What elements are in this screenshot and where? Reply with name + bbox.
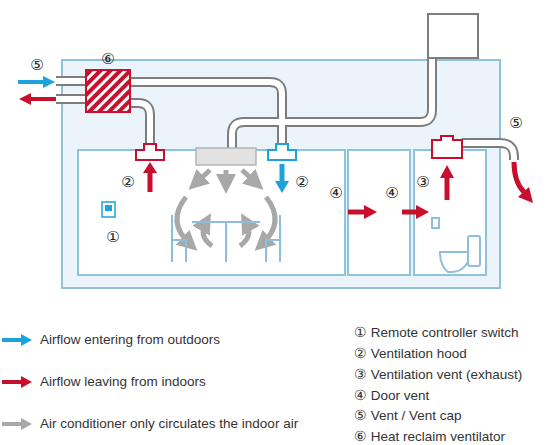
airflow-arrows [18,76,533,219]
remote-screen [105,205,112,211]
duct-outer [56,58,514,160]
callout-number: ⑤ [30,57,43,74]
toilet-room [414,150,486,275]
key-item: ③ Ventilation vent (exhaust) [354,367,522,383]
table-chairs [172,215,280,262]
duct-inner [55,57,514,161]
callout-number: ② [121,174,134,191]
remote-controller [102,202,115,217]
key-item: ⑤ Vent / Vent cap [354,408,462,424]
living-room [78,150,345,275]
legend-samples [2,334,32,430]
ventilation-hood-exhaust [136,144,164,160]
key-item: ⑥ Heat reclaim ventilator [354,429,505,445]
exhaust-vent [432,136,462,158]
callout-number: ④ [385,185,398,202]
outdoor-unit [428,14,478,58]
callout-number: ⑥ [101,51,114,68]
toilet [432,218,480,272]
air-conditioner [196,148,256,165]
legend-text: Air conditioner only circulates the indo… [40,416,298,432]
callout-number: ② [295,174,308,191]
key-item: ④ Door vent [354,388,429,404]
callout-number: ④ [329,185,342,202]
ventilation-hood-supply [268,144,296,160]
key-item: ① Remote controller switch [354,325,519,341]
legend-text: Airflow entering from outdoors [40,332,220,348]
key-item: ② Ventilation hood [354,346,467,362]
hall-room [348,150,410,275]
callout-number: ③ [416,174,429,191]
heat-reclaim-unit [86,70,130,112]
callout-number: ⑤ [509,115,522,132]
callout-number: ① [106,229,119,246]
legend-text: Airflow leaving from indoors [40,374,206,390]
